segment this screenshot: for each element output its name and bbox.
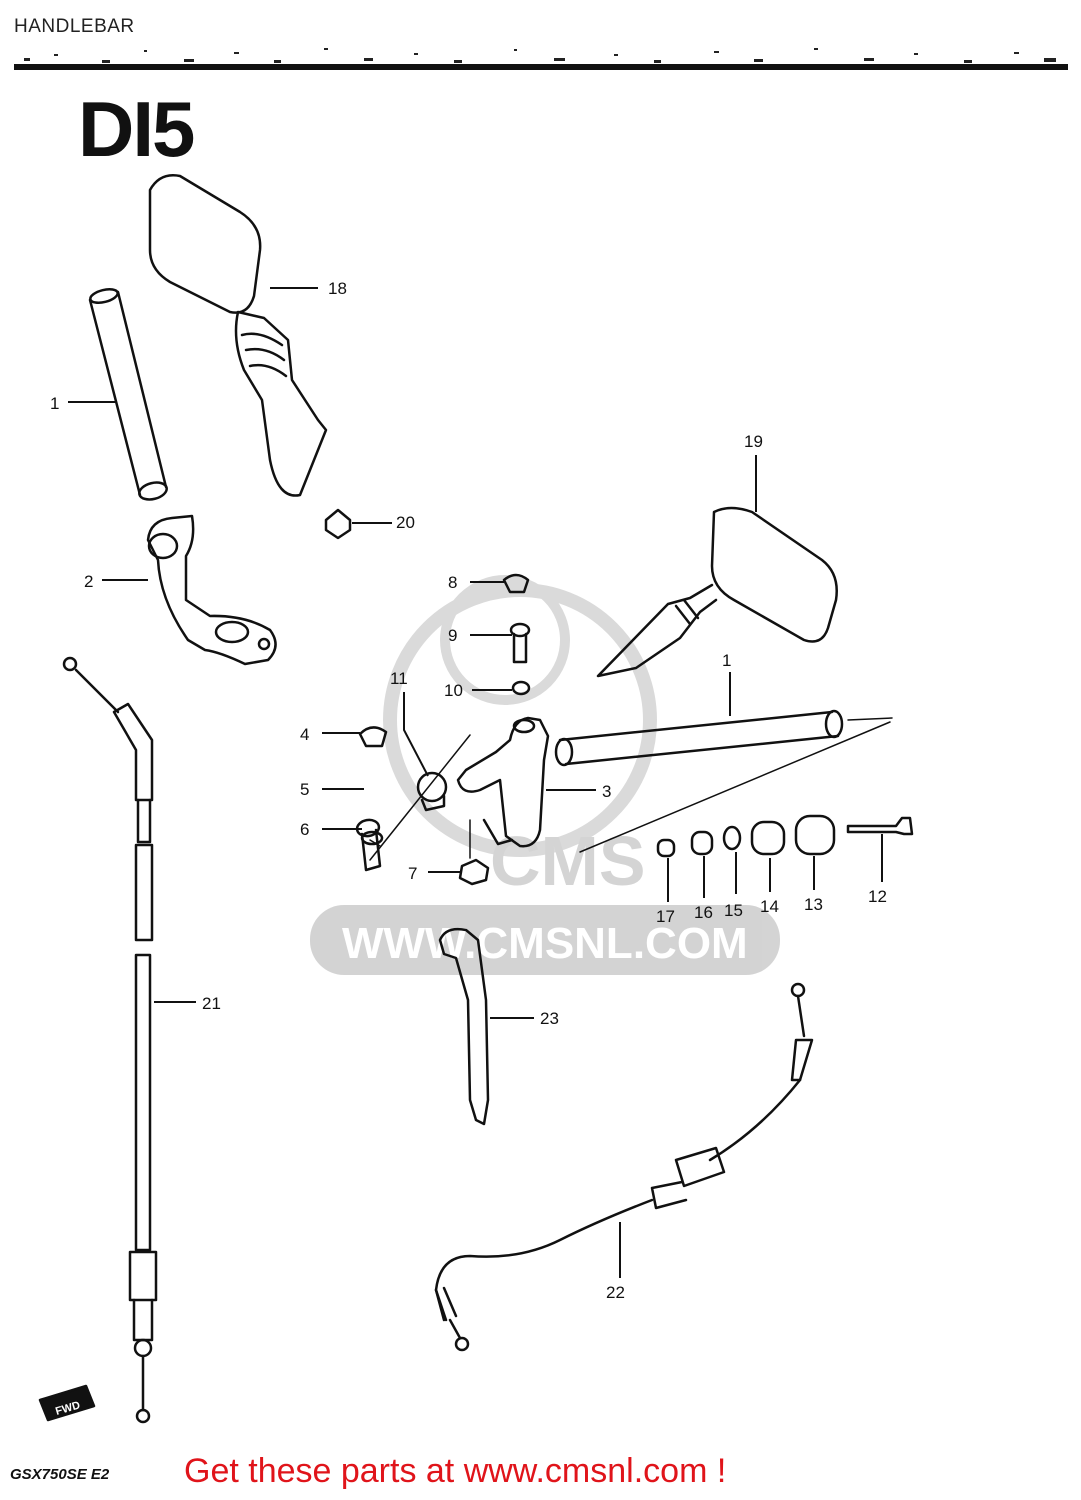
callout-7: 7 [408, 864, 417, 883]
parts-link[interactable]: Get these parts at www.cmsnl.com ! [184, 1452, 727, 1490]
part-7-nut [458, 858, 490, 886]
callout-17: 17 [656, 907, 675, 926]
part-17-spacer [656, 838, 676, 858]
part-10-washer [511, 680, 531, 696]
diagram-code: DI5 [78, 85, 195, 173]
part-9-bolt [509, 622, 531, 664]
part-16-collar [690, 830, 714, 856]
callout-15: 15 [724, 901, 743, 920]
callout-6: 6 [300, 820, 309, 839]
callout-3: 3 [602, 782, 611, 801]
callout-9: 9 [448, 626, 457, 645]
part-2-handlebar-holder-left [146, 514, 277, 666]
callout-20: 20 [396, 513, 415, 532]
callout-19: 19 [744, 432, 763, 451]
part-1-handlebar-tube-right [554, 709, 844, 767]
callout-18: 18 [328, 279, 347, 298]
callout-12: 12 [868, 887, 887, 906]
callout-23: 23 [540, 1009, 559, 1028]
part-18-mirror-left [148, 174, 328, 497]
part-23-stay [438, 927, 490, 1126]
header-noise-band [14, 48, 1068, 70]
part-22-cable [434, 982, 814, 1352]
watermark-banner [310, 905, 780, 975]
fwd-badge: FWD [38, 1384, 96, 1422]
callout-16: 16 [694, 903, 713, 922]
part-6-washer [360, 830, 384, 846]
part-12-screw [846, 816, 914, 836]
part-19-mirror-right [596, 506, 838, 678]
watermark-text: WWW.CMSNL.COM [342, 919, 748, 968]
part-8-cap [502, 573, 530, 594]
callout-2: 2 [84, 572, 93, 591]
part-14-weight-inner [750, 820, 786, 856]
part-15-washer [722, 825, 742, 851]
part-1-handlebar-tube-left [88, 288, 168, 501]
callout-4: 4 [300, 725, 309, 744]
callout-5: 5 [300, 780, 309, 799]
page-title: HANDLEBAR [14, 16, 135, 37]
callout-10: 10 [444, 681, 463, 700]
callout-21: 21 [202, 994, 221, 1013]
callout-14: 14 [760, 897, 779, 916]
callout-11: 11 [390, 669, 408, 688]
part-3-handlebar-holder-right [456, 716, 550, 848]
callout-8: 8 [448, 573, 457, 592]
callout-1-right: 1 [722, 651, 731, 670]
model-code: GSX750SE E2 [10, 1466, 110, 1483]
part-20-nut [324, 508, 352, 540]
callout-22: 22 [606, 1283, 625, 1302]
part-13-weight-outer [794, 814, 836, 856]
part-11-cap [416, 771, 448, 812]
part-21-cable [62, 656, 158, 1424]
part-4-cap [358, 726, 388, 748]
callout-13: 13 [804, 895, 823, 914]
callout-1-left: 1 [50, 394, 59, 413]
